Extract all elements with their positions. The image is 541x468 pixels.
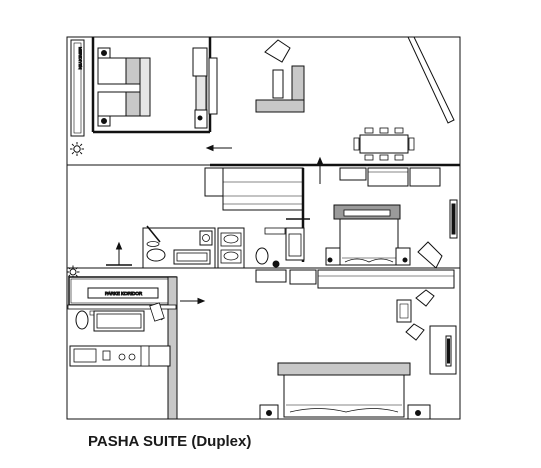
arrow-left-icon xyxy=(205,144,232,152)
arrow-up-icon xyxy=(106,241,132,266)
bathroom xyxy=(142,225,305,269)
lower-left-bathroom: PARKE KORIDOR xyxy=(67,276,178,420)
arrow-right-icon xyxy=(180,297,206,305)
lower-right-bedroom xyxy=(259,289,457,420)
vertical-label: MERIDIYEN xyxy=(78,47,83,69)
arrow-up-icon xyxy=(316,156,324,184)
plan-title: PASHA SUITE (Duplex) xyxy=(88,433,252,450)
sun-icon xyxy=(70,142,84,156)
top-bedroom: MERIDIYEN xyxy=(70,37,218,137)
upper-lounge xyxy=(255,36,455,161)
corridor-label: PARKE KORIDOR xyxy=(105,291,143,296)
corridor-walls xyxy=(255,269,455,289)
master-bed xyxy=(325,204,443,269)
